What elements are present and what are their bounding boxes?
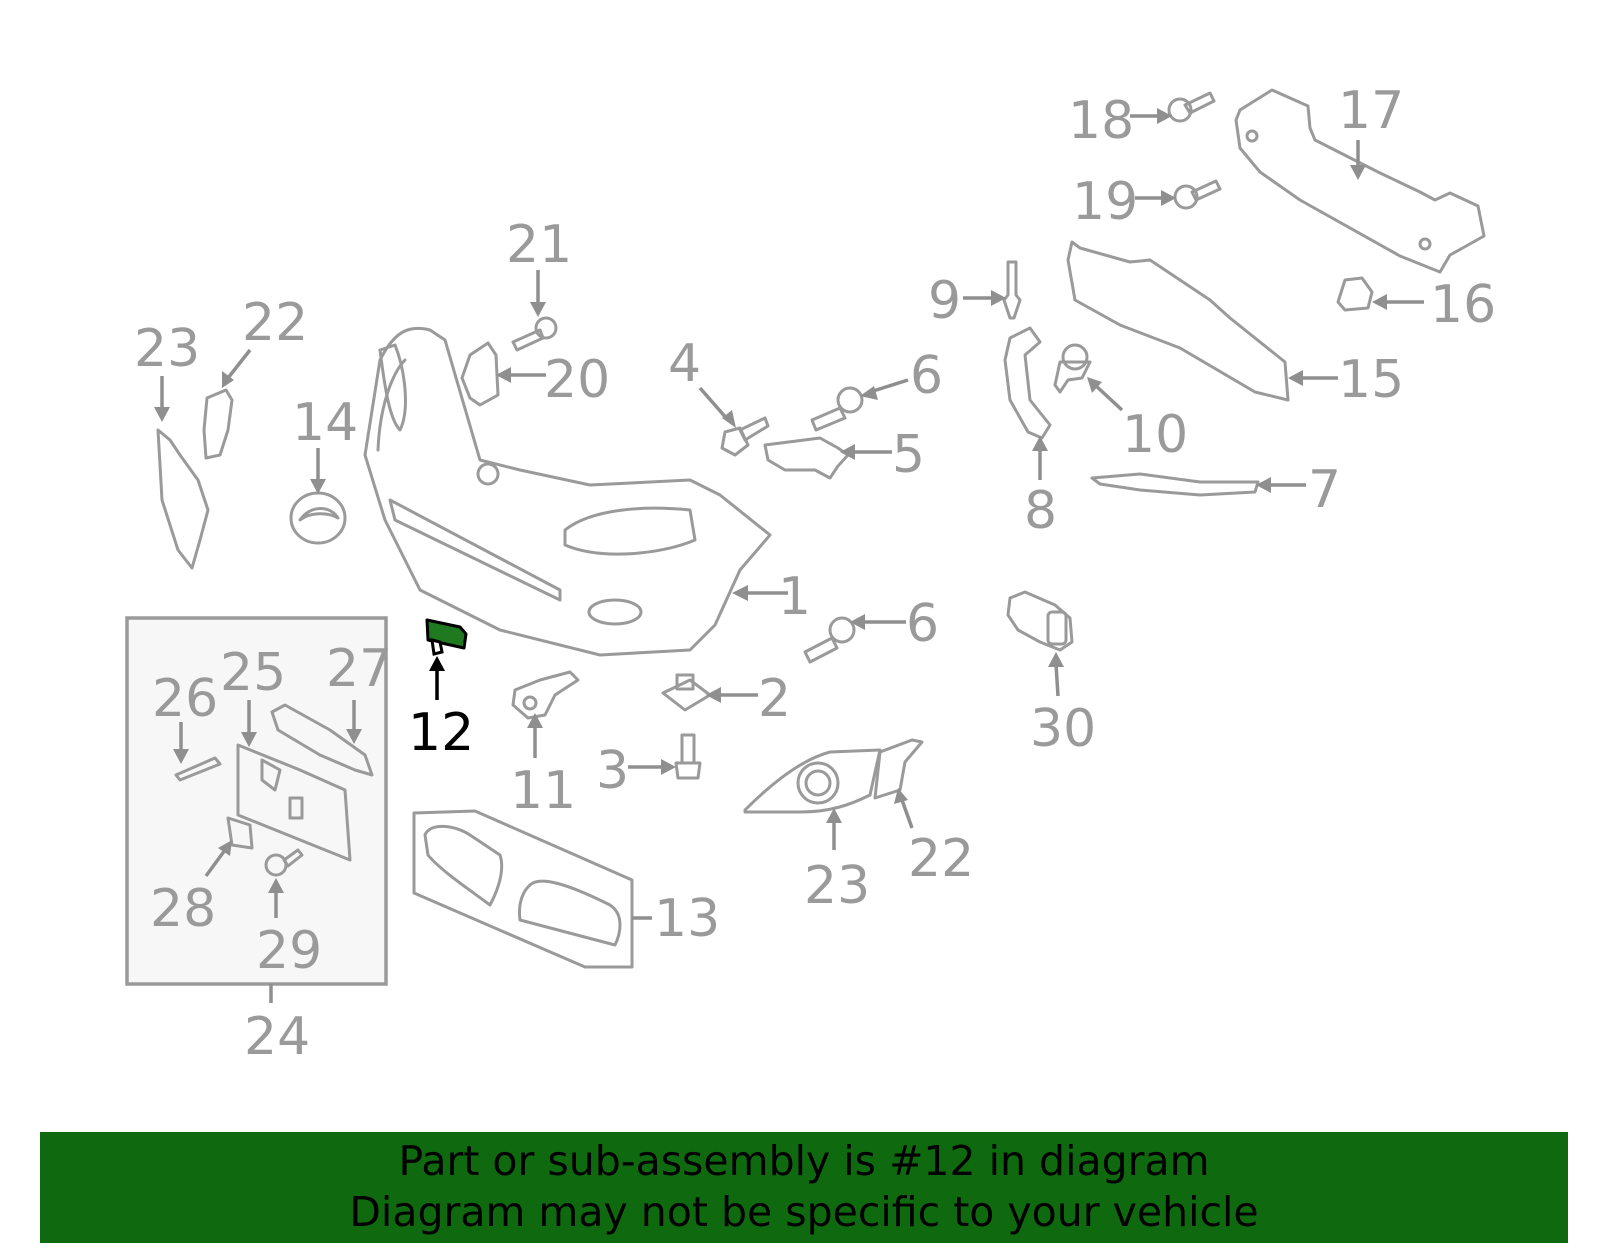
part-27-bracket[interactable]: [270, 700, 374, 777]
callout-15: 15: [1338, 350, 1404, 410]
callout-6-lower: 6: [906, 594, 939, 654]
part-23-fog-bezel[interactable]: [743, 748, 882, 850]
part-11-bracket[interactable]: [511, 670, 580, 758]
part-2-nut[interactable]: [661, 673, 758, 712]
part-3-bolt[interactable]: [628, 733, 702, 780]
callout-23-right: 23: [804, 856, 870, 916]
callout-5: 5: [892, 425, 925, 485]
callout-labels: 1 2 3 4 5 6 6 7 8 9 10 11 12 13 14 15 16…: [134, 81, 1496, 1067]
part-22-bracket-right[interactable]: [873, 738, 924, 829]
part-30-connector[interactable]: [1006, 590, 1074, 697]
part-1-bumper-cover[interactable]: [363, 326, 788, 657]
part-23-bracket-left[interactable]: [154, 376, 210, 570]
part-12-highlighted[interactable]: [425, 618, 468, 700]
callout-2: 2: [758, 669, 791, 729]
part-6-screw-lower[interactable]: [803, 614, 906, 664]
callout-21: 21: [506, 215, 572, 275]
callout-27: 27: [326, 639, 392, 699]
callout-18: 18: [1068, 91, 1134, 151]
part-28-clip[interactable]: [204, 816, 254, 878]
callout-25: 25: [220, 643, 286, 703]
callout-26: 26: [152, 669, 218, 729]
part-7-strip[interactable]: [1090, 472, 1306, 497]
callout-22-left: 22: [242, 293, 308, 353]
callout-23-left: 23: [134, 319, 200, 379]
part-4-bolt[interactable]: [698, 386, 770, 457]
part-6-screw-upper[interactable]: [810, 378, 909, 432]
callout-8: 8: [1024, 481, 1057, 541]
part-16-clip[interactable]: [1336, 276, 1424, 312]
part-29-push-pin[interactable]: [264, 848, 304, 918]
callout-19: 19: [1072, 172, 1138, 232]
part-19-bolt[interactable]: [1135, 179, 1222, 210]
callout-28: 28: [150, 879, 216, 939]
callout-30: 30: [1030, 699, 1096, 759]
part-17-reinforcement[interactable]: [1234, 88, 1486, 274]
part-20-bracket[interactable]: [460, 341, 546, 407]
banner-line-part: Part or sub-assembly is #12 in diagram: [398, 1137, 1210, 1185]
callout-1: 1: [778, 567, 811, 627]
part-22-bracket-left[interactable]: [202, 348, 252, 460]
callout-3: 3: [596, 741, 629, 801]
part-10-clip[interactable]: [1053, 343, 1124, 412]
callout-12: 12: [408, 703, 474, 763]
callout-10: 10: [1122, 405, 1188, 465]
part-18-bolt[interactable]: [1130, 91, 1216, 124]
part-26-bolt[interactable]: [173, 722, 222, 782]
callout-20: 20: [544, 350, 610, 410]
part-14-emblem[interactable]: [289, 448, 347, 545]
callout-13: 13: [654, 889, 720, 949]
callout-16: 16: [1430, 275, 1496, 335]
callout-7: 7: [1308, 460, 1341, 520]
callout-4: 4: [668, 334, 701, 394]
part-9-pin[interactable]: [963, 260, 1022, 320]
banner-line-disclaimer: Diagram may not be specific to your vehi…: [349, 1188, 1259, 1236]
callout-11: 11: [510, 761, 576, 821]
part-15-absorber[interactable]: [1066, 240, 1338, 402]
callout-22-right: 22: [908, 829, 974, 889]
callout-17: 17: [1338, 81, 1404, 141]
part-5-bracket[interactable]: [763, 436, 892, 480]
part-25-plate-bracket[interactable]: [236, 700, 352, 862]
callout-24: 24: [244, 1007, 310, 1067]
info-banner: Part or sub-assembly is #12 in diagram D…: [40, 1132, 1568, 1243]
callout-14: 14: [292, 393, 358, 453]
part-13-grille[interactable]: [412, 809, 652, 969]
part-21-screw[interactable]: [511, 270, 558, 352]
part-8-bracket[interactable]: [1003, 326, 1052, 480]
callout-9: 9: [928, 271, 961, 331]
callout-6-upper: 6: [910, 346, 943, 406]
callout-29: 29: [256, 921, 322, 981]
assembly-box-24: [125, 616, 388, 986]
